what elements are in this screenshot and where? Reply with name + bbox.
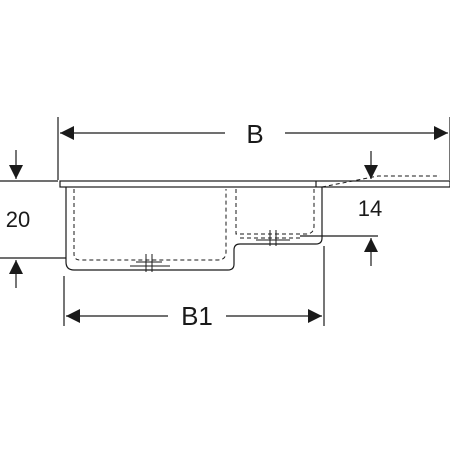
sink-deck xyxy=(59,180,450,188)
main-bowl-hidden-outline xyxy=(73,189,227,261)
label-14: 14 xyxy=(358,196,382,221)
drainer-rim-hidden xyxy=(321,175,440,188)
bowl-outer-wall xyxy=(65,187,323,271)
main-bowl-drain xyxy=(130,254,170,272)
small-bowl-hidden-outline xyxy=(235,189,315,235)
label-b: B xyxy=(246,119,263,149)
label-b1: B1 xyxy=(181,301,213,331)
label-20: 20 xyxy=(6,207,30,232)
small-bowl-drain xyxy=(256,230,290,246)
